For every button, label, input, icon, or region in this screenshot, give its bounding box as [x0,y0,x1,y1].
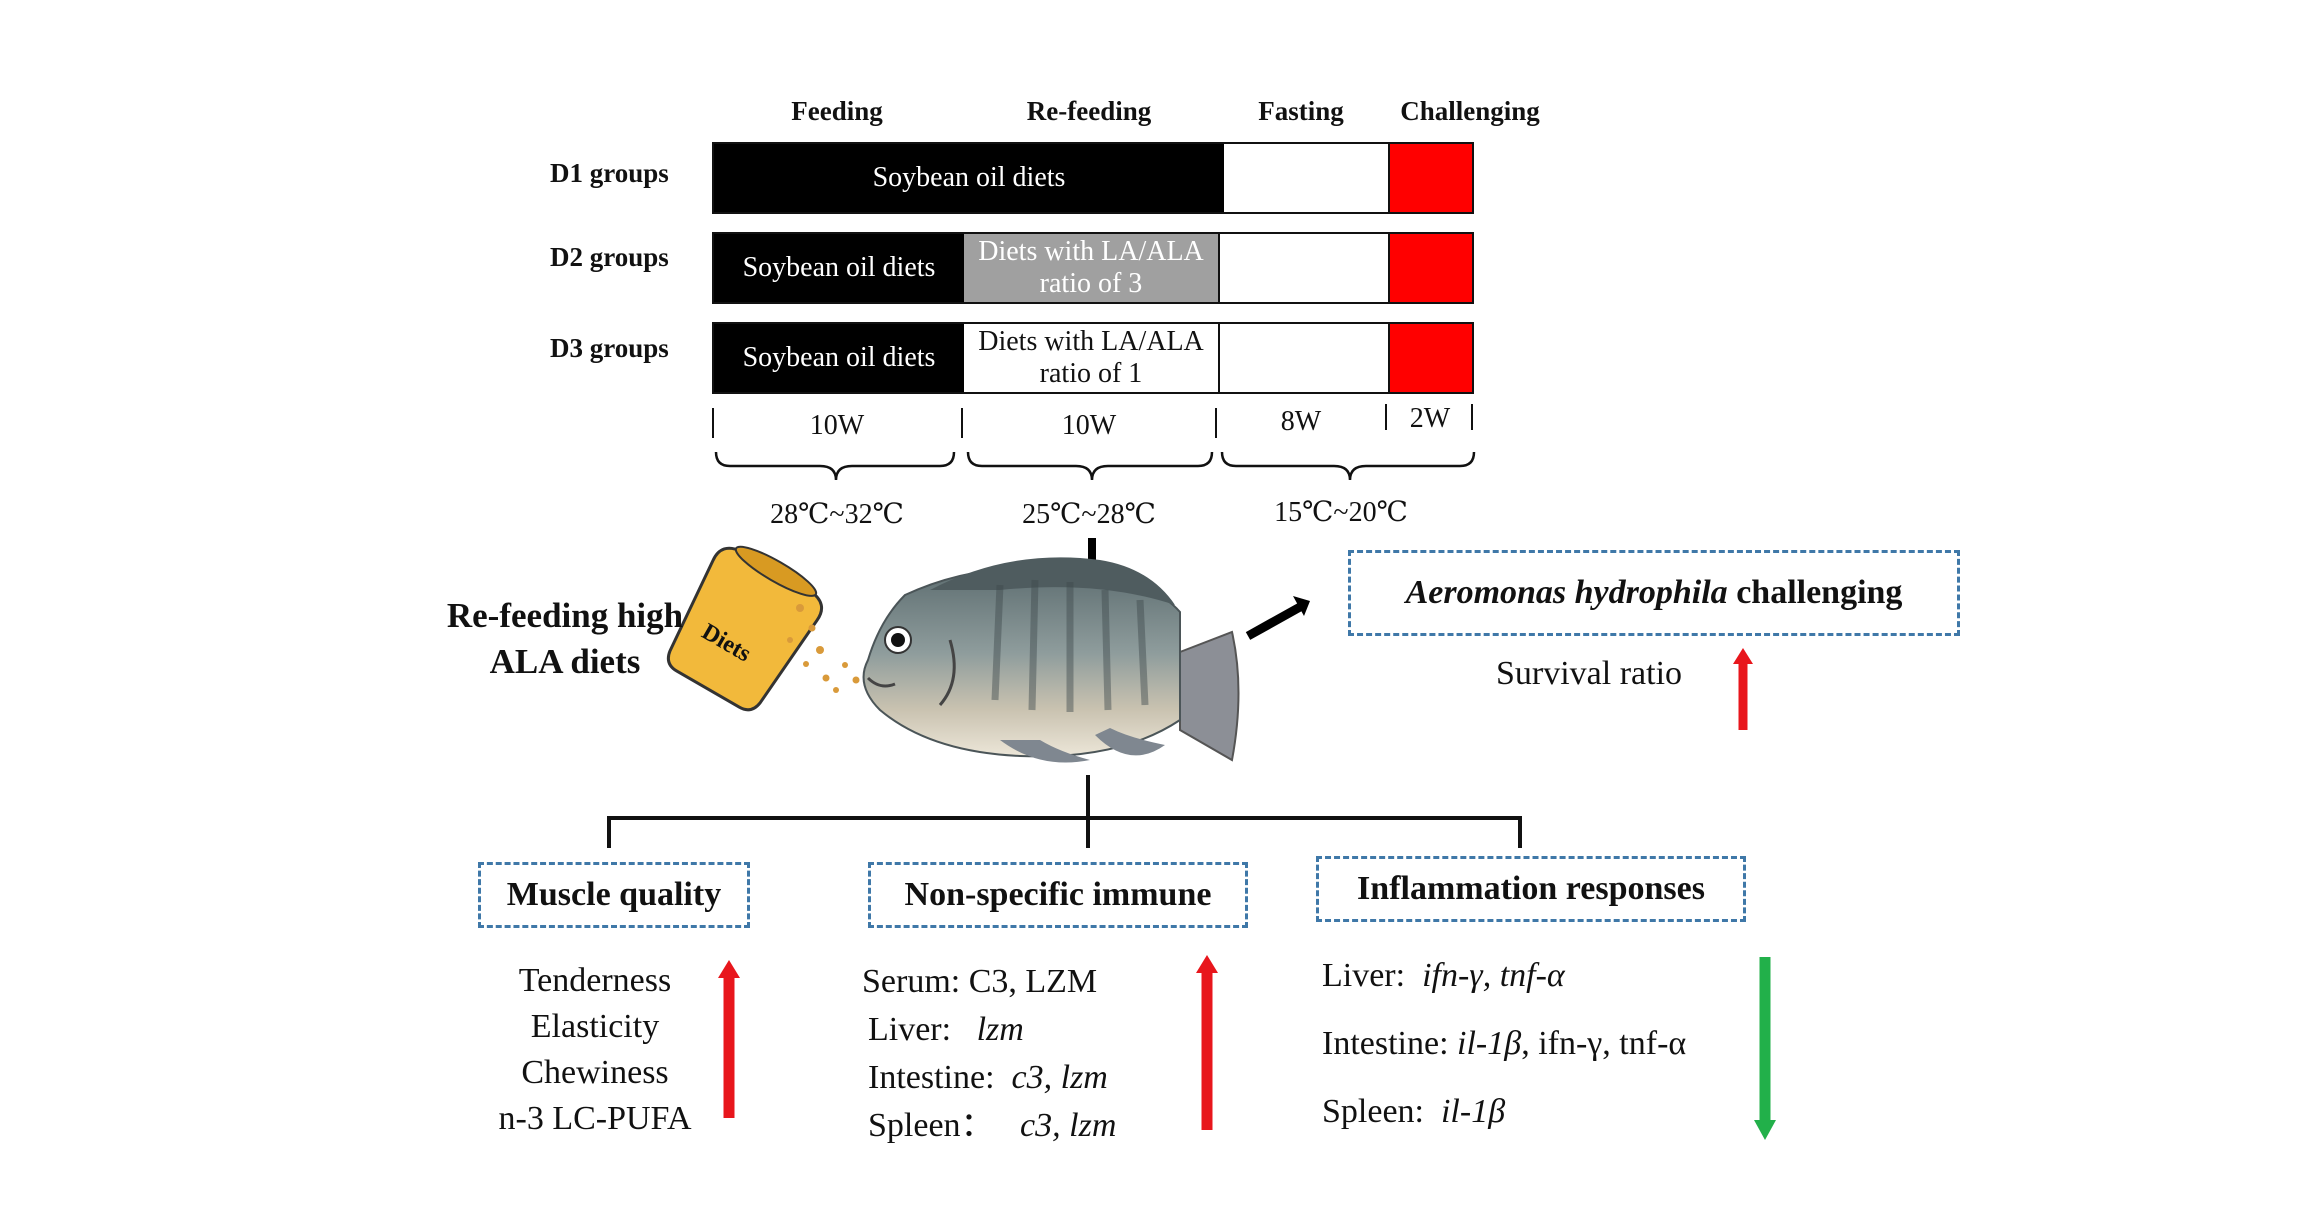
d1-fasting-segment [1224,144,1388,212]
inflammation-row-intestine: Intestine: il-1β, ifn-γ, tnf-α [1322,1020,1686,1088]
immune-tissue-liver: Liver: [868,1011,977,1048]
d2-lala3-label-2: ratio of 3 [1039,268,1143,299]
d2-soybean-segment: Soybean oil diets [714,234,964,302]
d1-soybean-segment: Soybean oil diets [714,144,1224,212]
muscle-quality-box: Muscle quality [478,862,750,928]
immune-row-serum: Serum: C3, LZM [862,958,1116,1006]
temp-refeeding: 25℃~28℃ [1022,499,1156,530]
diet-pellets [787,604,860,693]
d3-lala1-segment: Diets with LA/ALA ratio of 1 [964,324,1218,392]
inflammation-tissue-liver: Liver: [1322,957,1423,994]
muscle-quality-title: Muscle quality [506,876,722,913]
d3-fasting-segment [1218,324,1388,392]
inflammation-genes-intestine-il1b: il-1β [1457,1025,1522,1062]
d2-bar: Soybean oil diets Diets with LA/ALA rati… [712,232,1474,304]
immune-tissue-serum: Serum: [862,963,969,1000]
d2-challenge-segment [1388,234,1472,302]
d1-bar: Soybean oil diets [712,142,1474,214]
d2-lala3-segment: Diets with LA/ALA ratio of 3 [964,234,1218,302]
muscle-item-elasticity: Elasticity [530,1008,660,1045]
phase-challenging: Challenging [1400,96,1540,126]
d3-bar: Soybean oil diets Diets with LA/ALA rati… [712,322,1474,394]
arrow-to-challenge [1245,596,1310,640]
inflammation-genes-spleen: il-1β [1440,1093,1506,1130]
phase-feeding: Feeding [791,96,883,126]
inflammation-tissue-intestine: Intestine: [1322,1025,1458,1062]
inflammation-box: Inflammation responses [1316,856,1746,922]
temp-fasting: 15℃~20℃ [1274,497,1408,528]
inflammation-row-spleen: Spleen: il-1β [1322,1088,1686,1156]
diet-bag-icon [666,545,824,712]
d1-challenge-segment [1388,144,1472,212]
group-label-d2: D2 groups [550,242,669,272]
d3-soybean-segment: Soybean oil diets [714,324,964,392]
duration-feeding: 10W [809,410,865,441]
immune-row-spleen: Spleen： c3, lzm [862,1102,1116,1150]
survival-ratio-text: Survival ratio [1496,655,1683,692]
nonspecific-immune-box: Non-specific immune [868,862,1248,928]
outcome-bracket [607,775,1522,848]
inflammation-title: Inflammation responses [1357,870,1705,907]
d3-soybean-label: Soybean oil diets [742,341,936,373]
duration-fasting: 8W [1280,406,1322,437]
group-label-d1: D1 groups [550,158,669,188]
muscle-item-pufa: n-3 LC-PUFA [498,1100,692,1137]
duration-refeeding: 10W [1061,410,1117,441]
inflammation-row-liver: Liver: ifn-γ, tnf-α [1322,952,1686,1020]
immune-genes-intestine: c3, lzm [1011,1059,1108,1096]
challenge-box: Aeromonas hydrophila challenging [1348,550,1960,636]
immune-up-arrow [1196,955,1218,1130]
inflammation-genes-liver: ifn-γ, tnf-α [1422,957,1565,994]
d2-fasting-segment [1218,234,1388,302]
temp-feeding: 28℃~32℃ [770,499,904,530]
immune-rows: Serum: C3, LZM Liver: lzm Intestine: c3,… [862,958,1116,1150]
nonspecific-immune-title: Non-specific immune [904,876,1212,913]
inflammation-down-arrow [1754,957,1776,1140]
muscle-up-arrow [718,960,740,1118]
refeeding-line-1: Re-feeding high [446,596,684,635]
immune-row-intestine: Intestine: c3, lzm [862,1054,1116,1102]
duration-ticks [712,404,1473,438]
challenge-pathogen-name: Aeromonas hydrophila [1405,574,1728,611]
d3-challenge-segment [1388,324,1472,392]
muscle-item-chewiness: Chewiness [521,1054,669,1091]
d2-soybean-label: Soybean oil diets [742,251,936,283]
phase-fasting: Fasting [1258,96,1344,126]
immune-genes-spleen: c3, lzm [1020,1107,1117,1144]
group-label-d3: D3 groups [550,333,669,363]
d2-lala3-label-1: Diets with LA/ALA [978,235,1204,267]
challenge-title-rest: challenging [1727,574,1903,611]
phase-refeeding: Re-feeding [1026,96,1152,126]
refeeding-high-ala-text: Re-feeding high ALA diets [385,593,745,685]
immune-row-liver: Liver: lzm [862,1006,1116,1054]
muscle-item-tenderness: Tenderness [518,962,672,999]
inflammation-genes-intestine-rest: , ifn-γ, tnf-α [1521,1025,1687,1062]
muscle-items: Tenderness Elasticity Chewiness n-3 LC-P… [470,958,720,1142]
refeeding-line-2: ALA diets [489,642,641,681]
d1-soybean-label: Soybean oil diets [872,161,1066,193]
immune-genes-serum: C3, LZM [968,963,1098,1000]
inflammation-rows: Liver: ifn-γ, tnf-α Intestine: il-1β, if… [1322,952,1686,1156]
d3-lala1-label-2: ratio of 1 [1039,358,1143,389]
immune-tissue-spleen: Spleen： [868,1107,1021,1144]
duration-challenging: 2W [1409,403,1451,434]
immune-tissue-intestine: Intestine: [868,1059,1012,1096]
temperature-brackets [714,451,1476,481]
immune-genes-liver: lzm [976,1011,1024,1048]
d3-lala1-label-1: Diets with LA/ALA [978,325,1204,357]
tilapia-fish-image [862,557,1240,763]
survival-up-arrow [1733,648,1753,730]
inflammation-tissue-spleen: Spleen: [1322,1093,1441,1130]
challenge-title: Aeromonas hydrophila challenging [1406,574,1903,612]
